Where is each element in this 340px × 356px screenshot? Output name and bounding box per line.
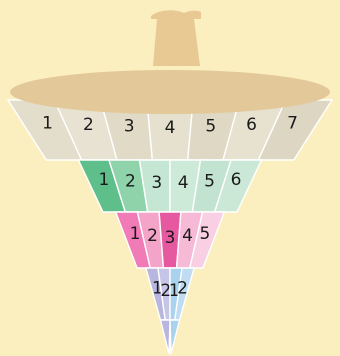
segment-label: 2	[125, 172, 136, 192]
segment-label: 1	[130, 224, 141, 244]
segment-label: 5	[205, 117, 216, 137]
segment-label: 5	[204, 172, 215, 192]
segment-label: 4	[182, 226, 193, 246]
segment-label: 3	[165, 228, 176, 248]
segment-label: 2	[83, 115, 94, 135]
segment-label: 7	[287, 114, 298, 134]
segment-label: 6	[246, 115, 257, 135]
segment-label: 5	[199, 224, 210, 244]
segment-label: 3	[151, 173, 162, 193]
funnel-spout-icon	[151, 10, 201, 66]
segment-label: 4	[165, 118, 176, 138]
segment-label: 1	[98, 170, 109, 190]
segment-label: 1	[42, 114, 53, 134]
segment-label: 2	[147, 226, 158, 246]
segment-label: 3	[124, 117, 135, 137]
segment-label: 6	[231, 170, 242, 190]
segment-label: 2	[177, 278, 188, 298]
segment-label: 4	[178, 173, 189, 193]
funnel-rim-icon	[10, 70, 330, 114]
